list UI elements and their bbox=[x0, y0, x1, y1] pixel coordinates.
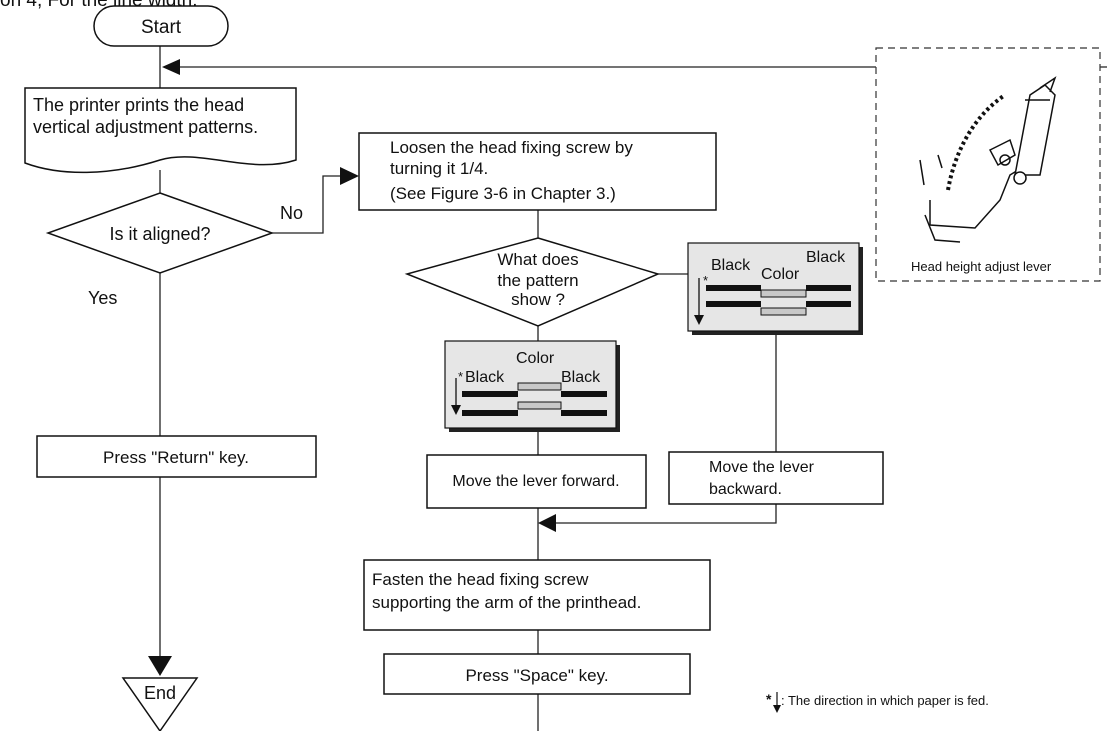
branch-yes-label: Yes bbox=[88, 288, 117, 308]
move-backward-line-2: backward. bbox=[709, 481, 782, 498]
move-backward-line-1: Move the lever bbox=[709, 459, 815, 476]
print-patterns-line-2: vertical adjustment patterns. bbox=[33, 117, 258, 137]
pattern-right-black-right: Black bbox=[806, 249, 846, 266]
footnote-marker: * bbox=[766, 691, 772, 707]
end-label: End bbox=[144, 683, 176, 703]
press-space-label: Press "Space" key. bbox=[465, 666, 608, 685]
loosen-screw-box: Loosen the head fixing screw by turning … bbox=[358, 132, 717, 211]
end-arrowhead bbox=[148, 656, 172, 676]
branch-no-label: No bbox=[280, 203, 303, 223]
move-forward-box: Move the lever forward. bbox=[426, 454, 647, 509]
end-terminator: End bbox=[121, 677, 199, 731]
printhead-lever-drawing bbox=[919, 76, 1057, 243]
footnote-text: : The direction in which paper is fed. bbox=[781, 693, 989, 708]
pattern-left-black-right: Black bbox=[561, 369, 601, 386]
pattern-question-line-1: What does bbox=[497, 250, 578, 269]
footnote: * : The direction in which paper is fed. bbox=[766, 691, 989, 713]
arrowheads bbox=[148, 59, 556, 676]
move-forward-label: Move the lever forward. bbox=[452, 473, 619, 490]
press-space-box: Press "Space" key. bbox=[383, 653, 691, 695]
aligned-question: Is it aligned? bbox=[109, 224, 210, 244]
pattern-right-marker: * bbox=[703, 273, 708, 288]
fasten-line-2: supporting the arm of the printhead. bbox=[372, 593, 641, 612]
header-fragment: on 4, For the line width. bbox=[0, 0, 198, 11]
pattern-right-color: Color bbox=[761, 266, 800, 283]
pattern-right-black-left: Black bbox=[711, 257, 751, 274]
pattern-decision: What does the pattern show ? bbox=[404, 237, 661, 327]
pattern-panel-left: * Black Color Black bbox=[444, 340, 620, 432]
press-return-box: Press "Return" key. bbox=[36, 435, 317, 478]
loosen-line-2: turning it 1/4. bbox=[390, 159, 488, 178]
pattern-left-black-left: Black bbox=[465, 369, 505, 386]
loop-arrowhead bbox=[162, 59, 180, 75]
move-backward-box: Move the lever backward. bbox=[668, 451, 884, 505]
print-patterns-line-1: The printer prints the head bbox=[33, 95, 244, 115]
aligned-decision: Is it aligned? bbox=[45, 192, 275, 274]
inset-illustration: Head height adjust lever bbox=[875, 47, 1101, 282]
start-label: Start bbox=[141, 17, 182, 38]
pattern-question-line-3: show ? bbox=[511, 290, 565, 309]
loosen-line-1: Loosen the head fixing screw by bbox=[390, 138, 633, 157]
inset-caption: Head height adjust lever bbox=[911, 259, 1052, 274]
fasten-line-1: Fasten the head fixing screw bbox=[372, 570, 589, 589]
fasten-screw-box: Fasten the head fixing screw supporting … bbox=[363, 559, 711, 631]
pattern-panel-right: * Black Color Black bbox=[687, 242, 863, 335]
start-terminator: Start bbox=[93, 5, 229, 47]
print-patterns-document: The printer prints the head vertical adj… bbox=[24, 87, 297, 174]
press-return-label: Press "Return" key. bbox=[103, 448, 249, 467]
no-arrowhead bbox=[340, 167, 359, 185]
loosen-line-3: (See Figure 3-6 in Chapter 3.) bbox=[390, 184, 616, 203]
pattern-left-marker: * bbox=[458, 369, 463, 384]
merge-arrowhead bbox=[538, 514, 556, 532]
connectors bbox=[159, 46, 1107, 731]
pattern-question-line-2: the pattern bbox=[497, 271, 578, 290]
pattern-left-color: Color bbox=[516, 350, 555, 367]
